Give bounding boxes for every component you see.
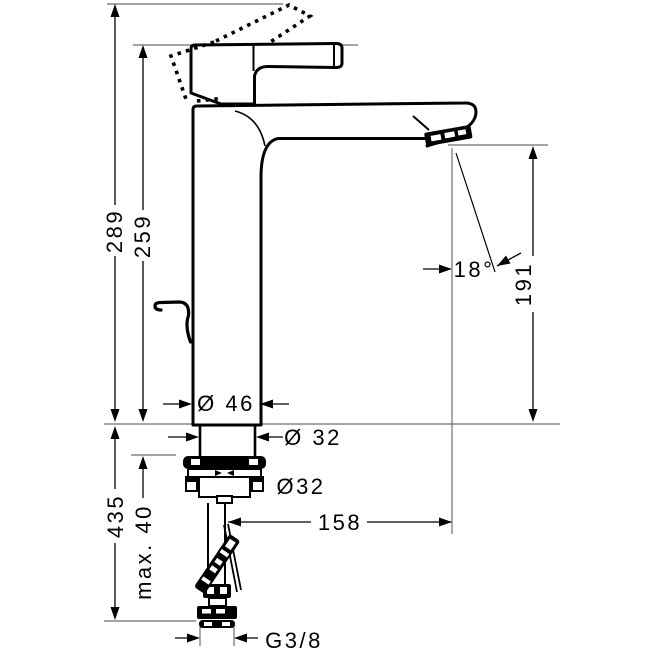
label-mounting-hole-diameter: Ø32 (276, 474, 325, 499)
dim-outlet-angle (423, 152, 522, 274)
label-max-thickness: max. 40 (131, 504, 156, 600)
handle-lever (189, 42, 344, 106)
dim-height-overall (110, 4, 120, 422)
pull-rod-hook (153, 300, 193, 344)
dim-body-diameter (163, 399, 289, 409)
dimension-lines (110, 4, 538, 643)
aerator (424, 125, 473, 146)
dim-supply-connection (175, 633, 258, 643)
faucet-body-and-spout (191, 101, 478, 427)
handle-detail-lines (252, 44, 335, 71)
angled-hose-connector (195, 534, 240, 593)
dim-shank-diameter (168, 432, 283, 442)
spout-tip-bevel (412, 115, 430, 131)
mounting-shank (198, 426, 257, 456)
label-height-overall: 289 (102, 209, 127, 253)
dim-height-to-lever (138, 45, 148, 422)
dim-max-thickness (138, 456, 148, 498)
label-body-diameter: Ø 46 (197, 391, 255, 416)
mounting-seal-washer (183, 456, 266, 469)
faucet-parts (153, 2, 478, 628)
label-height-to-lever: 259 (130, 214, 155, 258)
dim-reach (228, 517, 452, 527)
label-install-height: 435 (103, 494, 128, 538)
label-supply-connection: G3/8 (265, 628, 323, 650)
label-outlet-height: 191 (511, 262, 536, 306)
mounting-flange (185, 468, 264, 504)
spout-root-contour (234, 110, 266, 147)
dim-outlet-height (528, 146, 538, 422)
handle-raised-dashed-outline (168, 2, 314, 103)
label-reach: 158 (318, 510, 362, 535)
label-outlet-angle: 18° (454, 257, 495, 282)
dim-install-height (110, 426, 120, 620)
dimension-labels: 289 259 191 435 max. 40 Ø 46 Ø 32 Ø32 15… (102, 209, 536, 650)
g38-connector (197, 606, 237, 628)
label-shank-diameter: Ø 32 (284, 425, 342, 450)
hose-end-fitting (203, 584, 231, 607)
extension-lines (104, 3, 560, 646)
